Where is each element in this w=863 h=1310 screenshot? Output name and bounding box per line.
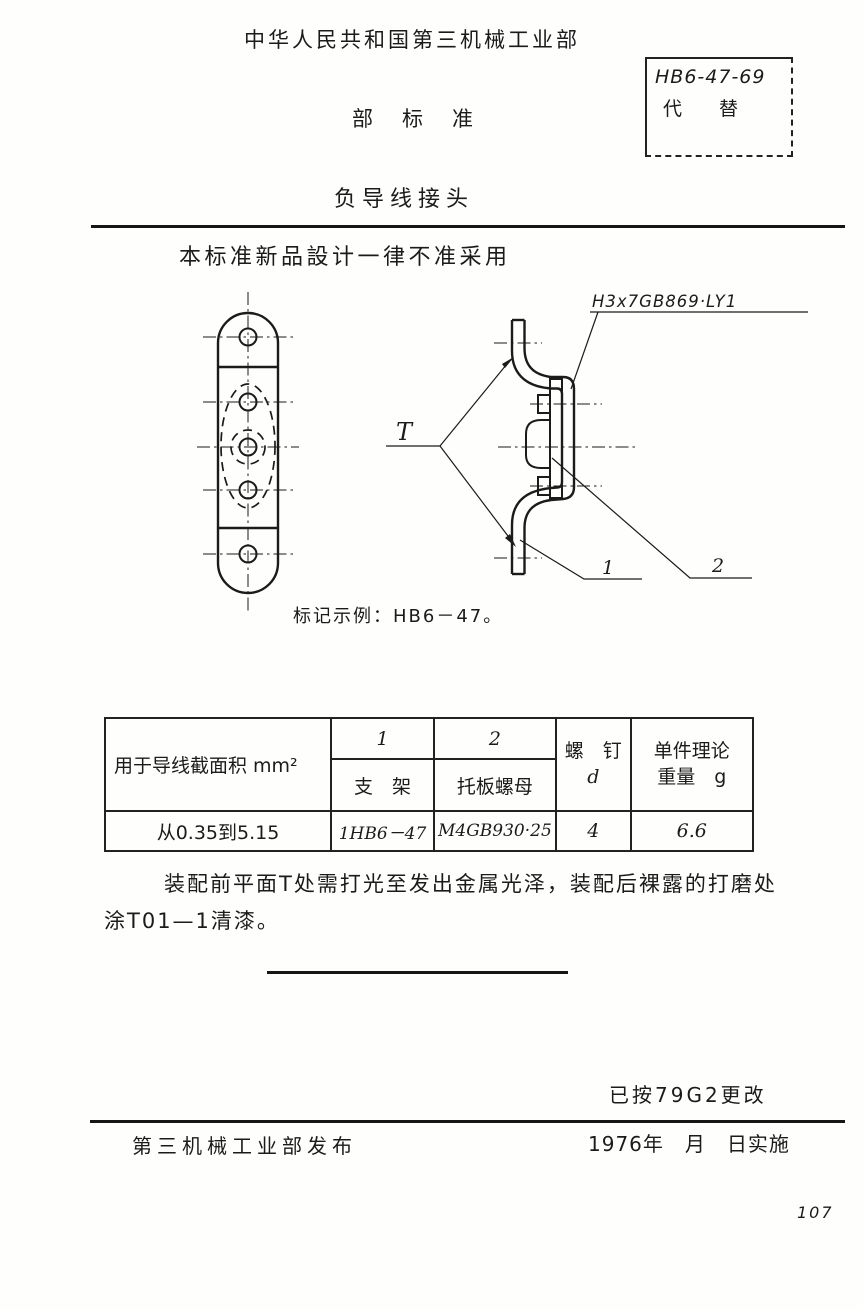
- surface-t-label: T: [396, 418, 414, 446]
- wire-hump: [525, 419, 550, 469]
- rivet-callout-label: H3x7GB869·LY1: [592, 292, 737, 311]
- col-header-screw: 螺 钉 d: [554, 717, 632, 812]
- cell-weight: 6.6: [629, 810, 754, 852]
- cell-screw-d: 4: [554, 810, 632, 852]
- t-leader-lower: [439, 445, 515, 545]
- issuing-org-title: 中华人民共和国第三机械工业部: [244, 28, 580, 52]
- replaces-label: 代 替: [663, 98, 748, 120]
- screw-symbol: d: [587, 765, 600, 788]
- plate-outline: [216, 311, 280, 595]
- part1-leader: [519, 539, 642, 580]
- screw-label: 螺 钉: [564, 739, 622, 762]
- hole-1: [238, 327, 258, 347]
- hole-3: [238, 437, 258, 457]
- change-note: 已按79G2更改: [609, 1083, 767, 1107]
- document-title: 负导线接头: [334, 187, 475, 212]
- hole-4: [238, 480, 258, 500]
- page-number: 107: [797, 1203, 834, 1222]
- title-divider-rule: [91, 225, 845, 228]
- assembly-note-line2: 涂T01—1清漆。: [104, 909, 280, 933]
- side-view: T H3x7GB869·LY1 1 2: [386, 292, 808, 580]
- hole-5: [238, 544, 258, 564]
- part1-label: 1: [602, 557, 614, 579]
- footer-issuer: 第三机械工业部发布: [132, 1134, 357, 1158]
- marking-example: 标记示例：HB6－47。: [293, 606, 504, 627]
- t-arrow-upper: [502, 357, 514, 368]
- col-header-weight: 单件理论 重量 g: [629, 717, 754, 812]
- top-rivet: [537, 394, 551, 414]
- col-header-wire-area: 用于导线截面积 mm²: [104, 717, 332, 812]
- standard-code-box: HB6-47-69 代 替: [645, 57, 793, 157]
- usage-notice: 本标准新品設计一律不准采用: [179, 245, 511, 270]
- assembly-note-line1: 装配前平面T处需打光至发出金属光泽，装配后裸露的打磨处: [164, 872, 777, 896]
- t-leader-upper: [439, 358, 512, 447]
- cell-wire-area-range: 从0.35到5.15: [104, 810, 332, 852]
- hidden-circle-outline: [230, 429, 266, 465]
- footer-rule: [90, 1120, 845, 1123]
- nut-plate: [549, 378, 563, 499]
- col-header-item1-number: 1: [330, 717, 435, 760]
- bracket-outer-profile: [523, 320, 576, 574]
- col-header-item2-number: 2: [433, 717, 557, 760]
- weight-label-line1: 单件理论: [653, 739, 730, 762]
- hole-2: [238, 392, 258, 412]
- spec-table: 用于导线截面积 mm² 1 2 螺 钉 d 单件理论 重量 g 支 架 托板螺母…: [104, 717, 754, 852]
- col-header-nut: 托板螺母: [433, 758, 557, 812]
- section-divider-rule: [267, 971, 568, 974]
- plan-view: [197, 292, 299, 613]
- cell-nut-code: M4GB930·25: [433, 810, 557, 852]
- part2-label: 2: [711, 555, 724, 577]
- cell-bracket-code: 1HB6－47: [330, 810, 435, 852]
- weight-label-line2: 重量 g: [657, 765, 727, 788]
- standard-code: HB6-47-69: [655, 66, 766, 88]
- bottom-rivet: [537, 476, 551, 496]
- footer-implementation-date: 1976年 月 日实施: [588, 1132, 790, 1156]
- t-arrow-lower: [505, 534, 516, 547]
- col-header-bracket: 支 架: [330, 758, 435, 812]
- hidden-ellipse-outline: [220, 383, 276, 509]
- standard-type-label: 部 标 准: [352, 107, 477, 131]
- rivet-callout-leader: [570, 311, 599, 390]
- part2-leader: [551, 457, 752, 579]
- technical-drawing: T H3x7GB869·LY1 1 2: [197, 292, 808, 613]
